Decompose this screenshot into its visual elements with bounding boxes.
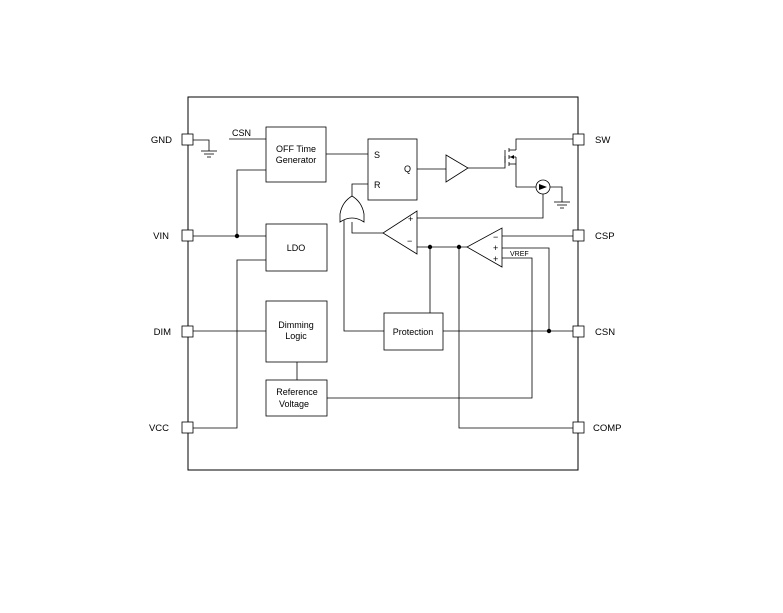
off-time-generator-block: OFF Time Generator [265, 126, 327, 183]
latch-q-label: Q [404, 164, 411, 174]
vref-label: VREF [510, 251, 529, 258]
reference-label-line2: Voltage [279, 399, 309, 409]
reference-voltage-block: Reference Voltage [265, 379, 328, 417]
gate-driver-buffer [445, 154, 469, 183]
pin-sw [572, 133, 585, 146]
pin-label-gnd: GND [151, 135, 172, 146]
pin-vcc [181, 421, 194, 434]
pin-label-csn: CSN [595, 327, 615, 338]
junctions [234, 233, 552, 334]
dimming-label-line1: Dimming [278, 320, 314, 330]
ground-icon [554, 201, 570, 209]
wires [193, 138, 573, 429]
dimming-logic-block: Dimming Logic [265, 300, 328, 363]
error-amp-plus-sign-2: + [493, 254, 498, 264]
pin-csp [572, 229, 585, 242]
pin-dim [181, 325, 194, 338]
protection-block: Protection [383, 312, 444, 351]
sr-latch-block: S R Q [367, 138, 418, 201]
pin-label-sw: SW [595, 135, 610, 146]
pin-comp [572, 421, 585, 434]
pwm-comparator: + − [382, 210, 418, 255]
error-amp-minus-sign: − [493, 232, 498, 242]
pin-label-vcc: VCC [149, 423, 169, 434]
off-time-label-line1: OFF Time [276, 144, 316, 154]
pin-label-dim: DIM [154, 327, 172, 338]
ldo-block: LDO [265, 223, 328, 272]
comparator-plus-sign: + [408, 214, 413, 224]
pin-gnd [181, 133, 194, 146]
pin-label-comp: COMP [593, 423, 622, 434]
dimming-label-line2: Logic [285, 331, 307, 341]
reference-label-line1: Reference [276, 387, 318, 397]
error-amp-plus-sign-1: + [493, 243, 498, 253]
csn-input-label: CSN [232, 128, 251, 138]
current-source-icon [535, 179, 551, 195]
protection-label: Protection [393, 327, 434, 337]
pin-vin [181, 229, 194, 242]
latch-r-label: R [374, 180, 381, 190]
pin-label-csp: CSP [595, 231, 615, 242]
pin-label-vin: VIN [153, 231, 169, 242]
mosfet-icon [504, 148, 517, 166]
off-time-label-line2: Generator [276, 155, 317, 165]
ground-icon [201, 150, 217, 158]
ldo-label: LDO [287, 243, 306, 253]
latch-s-label: S [374, 150, 380, 160]
comparator-minus-sign: − [407, 236, 412, 246]
pin-csn [572, 325, 585, 338]
error-amplifier: − + + [466, 227, 503, 268]
or-gate [339, 195, 365, 223]
